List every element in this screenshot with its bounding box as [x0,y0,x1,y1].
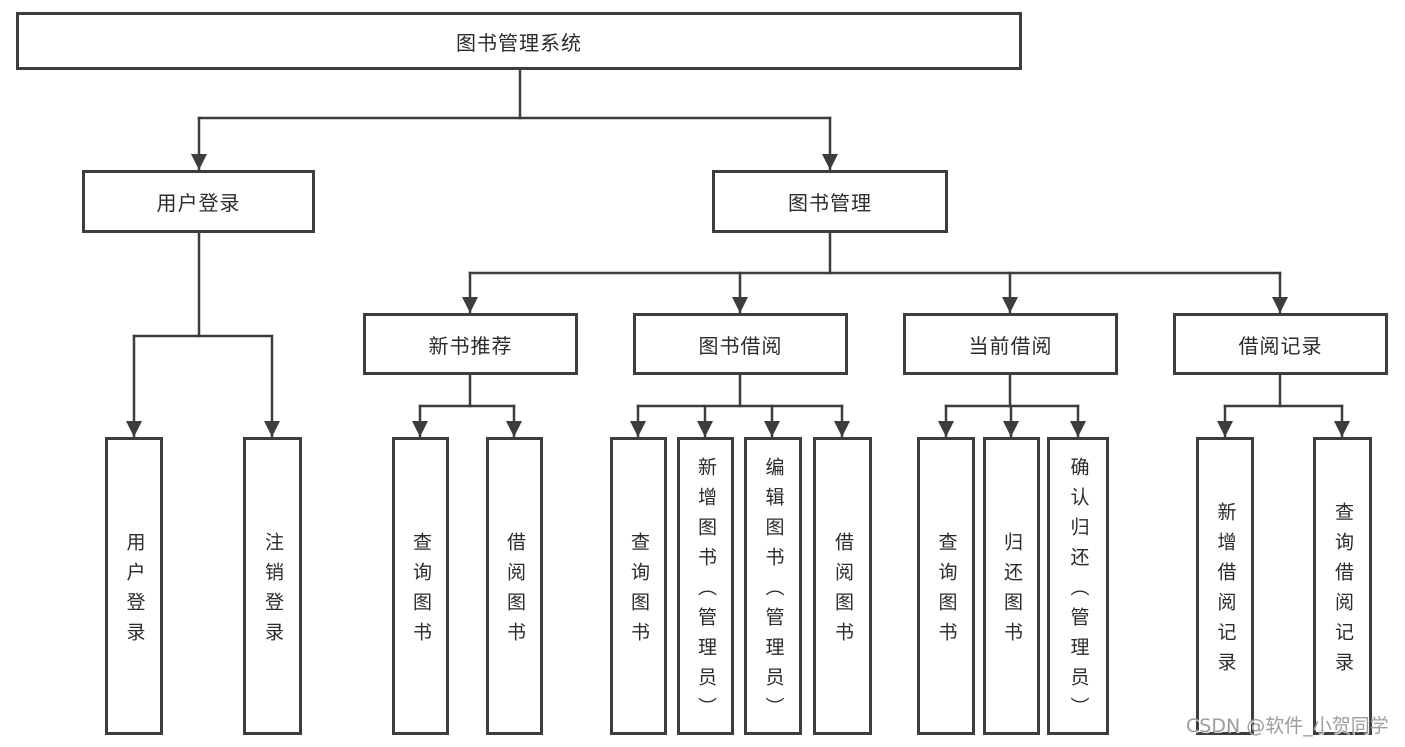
connector-borrow-records-children [1217,371,1350,439]
leaf-query-book-borrow: 查询图书 [610,437,667,735]
leaf-edit-book-admin: 编辑图书（管理员） [744,437,802,735]
node-label: 借阅记录 [1238,333,1323,358]
leaf-label: 归还图书 [1001,531,1023,652]
leaf-return-book: 归还图书 [983,437,1040,735]
connector-current-borrow-children [938,371,1086,439]
node-label: 图书管理系统 [456,30,582,55]
leaf-label: 编辑图书（管理员） [762,456,785,727]
leaf-label: 借阅图书 [832,531,854,652]
leaf-label: 注销登录 [262,531,284,652]
node-new-book-recommend: 新书推荐 [363,313,578,375]
leaf-confirm-return-admin: 确认归还（管理员） [1047,437,1109,735]
leaf-label: 确认归还（管理员） [1067,456,1090,727]
node-label: 当前借阅 [968,333,1053,358]
node-user-login: 用户登录 [82,170,315,233]
connector-book-borrow-children [630,371,850,439]
leaf-label: 查询图书 [935,531,958,652]
leaf-query-borrow-record: 查询借阅记录 [1313,437,1372,735]
leaf-label: 借阅图书 [504,531,526,652]
connector-book-management-to-level3 [462,229,1288,315]
connector-user-login-children [126,229,280,439]
node-root: 图书管理系统 [16,12,1022,70]
node-current-borrow: 当前借阅 [903,313,1118,375]
leaf-query-book-recommend: 查询图书 [392,437,449,735]
leaf-label: 查询借阅记录 [1332,501,1354,682]
node-book-management: 图书管理 [712,170,948,233]
leaf-borrow-book-recommend: 借阅图书 [486,437,543,735]
leaf-query-book-current: 查询图书 [917,437,975,735]
leaf-user-login: 用户登录 [105,437,163,735]
node-label: 图书管理 [788,191,872,215]
node-label: 图书借阅 [698,333,783,358]
node-book-borrow: 图书借阅 [633,313,848,375]
leaf-label: 查询图书 [628,531,650,652]
connector-root-to-level2 [191,66,838,172]
leaf-logout: 注销登录 [243,437,302,735]
leaf-label: 查询图书 [410,531,432,652]
leaf-add-borrow-record: 新增借阅记录 [1196,437,1254,735]
leaf-label: 新增图书（管理员） [695,456,717,727]
leaf-label: 新增借阅记录 [1214,501,1237,682]
csdn-watermark: CSDN @软件_小贺同学 [1186,715,1389,737]
leaf-add-book-admin: 新增图书（管理员） [677,437,734,735]
node-borrow-records: 借阅记录 [1173,313,1388,375]
node-label: 新书推荐 [428,333,513,358]
leaf-label: 用户登录 [123,531,146,652]
node-label: 用户登录 [156,191,241,215]
connector-new-book-children [412,371,522,439]
leaf-borrow-book: 借阅图书 [813,437,872,735]
